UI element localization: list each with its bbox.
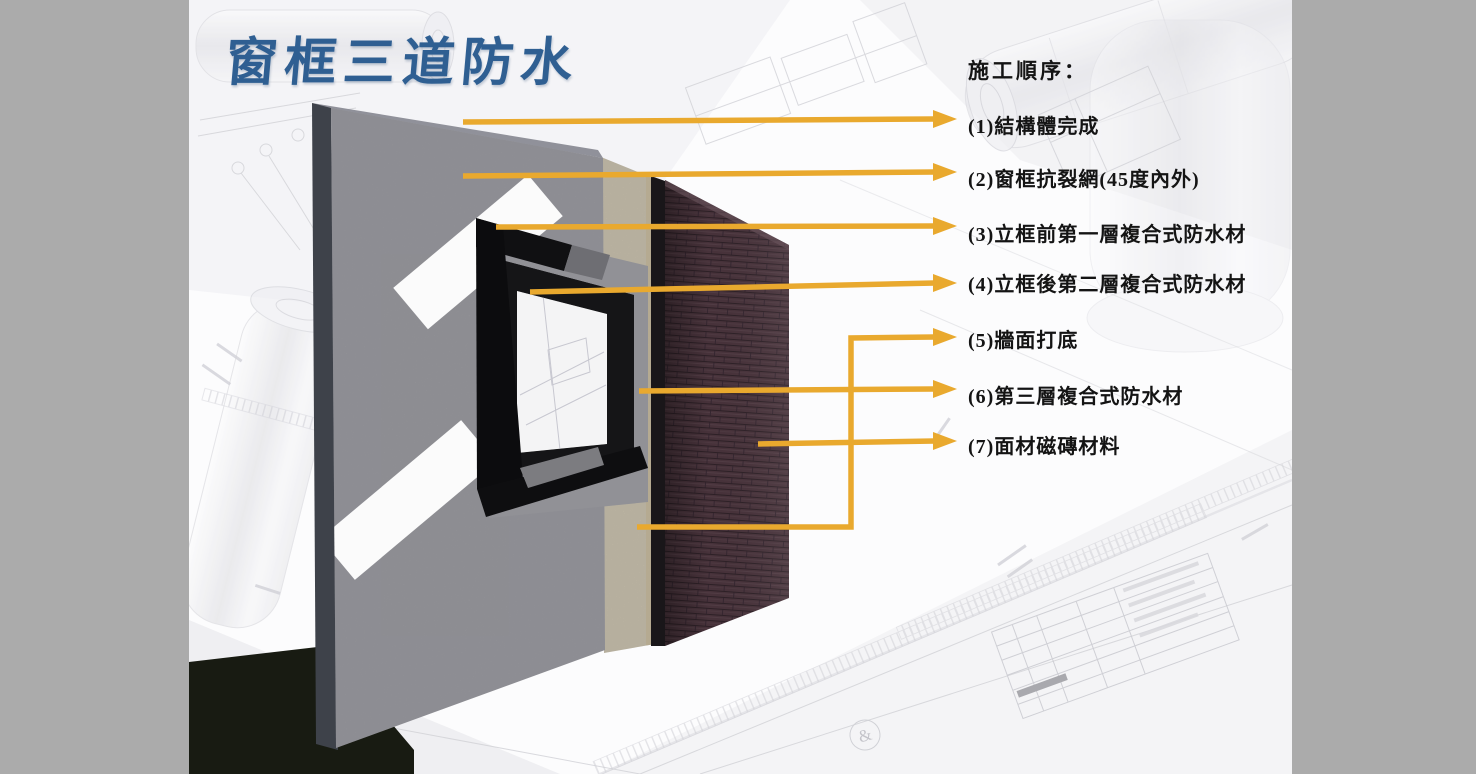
slide-title: 窗框三道防水 — [222, 35, 582, 92]
arrow-7 — [757, 432, 957, 450]
window-frame — [476, 218, 648, 518]
step-label-5: (5)牆面打底 — [968, 330, 1079, 352]
step-label-2: (2)窗框抗裂網(45度內外) — [968, 169, 1200, 191]
blueprint-roll-right — [1086, 19, 1291, 353]
blueprint-roll-top-left — [195, 9, 455, 83]
frame-top-band-gray — [564, 245, 610, 280]
brick-side-edge — [651, 176, 665, 646]
step-label-4: (4)立框後第二層複合式防水材 — [968, 274, 1247, 296]
arrow-2 — [462, 163, 957, 181]
step-label-3: (3)立框前第一層複合式防水材 — [968, 224, 1247, 246]
svg-text:&: & — [856, 725, 874, 747]
step-label-6: (6)第三層複合式防水材 — [968, 386, 1184, 408]
wall-top-face — [312, 103, 603, 158]
window-opening-blueprint-lines — [519, 294, 607, 451]
callout-arrows — [462, 110, 957, 530]
wall-diagram — [189, 103, 789, 774]
letterbox-right — [1292, 0, 1476, 774]
arrow-5 — [637, 328, 957, 530]
frame-bottom-gray-step — [520, 447, 604, 488]
window-opening — [517, 291, 607, 453]
ground-shadow — [189, 646, 414, 774]
letterbox-left — [0, 0, 189, 774]
arrow-3 — [495, 217, 957, 235]
frame-left-band — [476, 218, 524, 492]
sequence-heading: 施工順序： — [968, 59, 1088, 83]
step-label-1: (1)結構體完成 — [968, 116, 1100, 138]
arrow-6 — [638, 380, 957, 398]
frame-bottom-band — [477, 446, 648, 517]
background-dash-mark — [1016, 673, 1068, 698]
arrow-4 — [529, 274, 957, 295]
wall-side-face — [312, 103, 338, 750]
brick-tile-facade-layer — [651, 176, 789, 646]
background-titleblock — [990, 552, 1240, 720]
step-label-7: (7)面材磁磚材料 — [968, 436, 1121, 458]
arrow-1 — [462, 110, 957, 128]
background-ampersand: & — [849, 719, 881, 751]
concrete-structure-layer — [312, 103, 605, 750]
